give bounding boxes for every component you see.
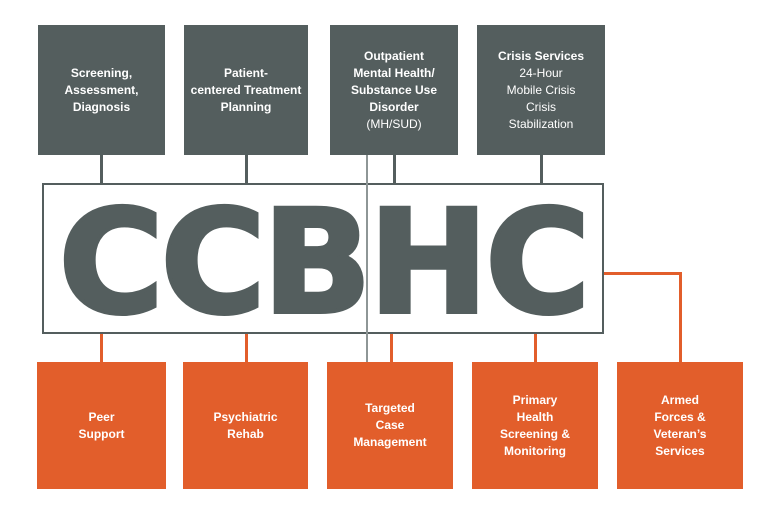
service-box-line: Targeted — [365, 401, 415, 415]
service-box-line: Management — [353, 435, 427, 449]
connector-peer-support-line — [99, 334, 103, 362]
connector-primary-health-line — [533, 334, 537, 362]
service-box-line: Case — [375, 418, 405, 432]
ccbhc-box: CCBHC — [42, 179, 604, 346]
service-box-line: Screening, — [70, 65, 133, 80]
service-box-peer-support: Peer Support — [37, 362, 166, 489]
service-box-line: Patient- — [223, 65, 268, 80]
connector-armed-forces-elbow-horizontal — [604, 272, 682, 275]
connector-crisis-services-line — [539, 155, 543, 183]
service-box-line: Veteran’s — [653, 426, 707, 441]
service-box-line: Screening & — [499, 426, 571, 441]
service-box-crisis-services: Crisis Services 24-Hour Mobile Crisis Cr… — [477, 25, 605, 155]
connector-screening-line — [99, 155, 103, 183]
service-box-armed-forces-veterans-services: Armed Forces & Veteran’s Services — [617, 362, 743, 489]
service-box-screening-assessment-diagnosis: Screening, Assessment, Diagnosis — [38, 25, 165, 155]
service-box-outpatient-mh-sud: Outpatient Mental Health/ Substance Use … — [330, 25, 458, 155]
service-box-line: Diagnosis — [72, 99, 131, 114]
service-box-line: Primary — [512, 392, 558, 407]
service-box-line: (MH/SUD) — [366, 116, 422, 131]
service-box-line: Crisis — [526, 99, 556, 114]
service-box-line: Assessment, — [64, 82, 139, 97]
service-box-line: Stabilization — [508, 116, 574, 131]
service-box-line: Mental Health/ — [353, 65, 435, 80]
connector-treatment-planning-line — [244, 155, 248, 183]
service-box-line: Services — [655, 443, 705, 458]
service-box-line: Mobile Crisis — [506, 82, 576, 97]
service-box-line: centered Treatment — [190, 82, 302, 97]
service-box-targeted-case-management: Targeted Case Management — [327, 362, 453, 489]
service-box-line: Support — [78, 426, 125, 441]
service-box-line: Substance Use — [350, 82, 438, 97]
connector-psychiatric-rehab-line — [244, 334, 248, 362]
service-box-line: Disorder — [369, 99, 419, 114]
service-box-primary-health-screening-monitoring: Primary Health Screening & Monitoring — [472, 362, 598, 489]
service-box-line: Forces & — [654, 409, 706, 424]
service-box-line: Outpatient — [364, 48, 424, 63]
connector-armed-forces-elbow-vertical — [679, 272, 682, 362]
service-box-line: 24-Hour — [519, 65, 563, 80]
service-box-psychiatric-rehab: Psychiatric Rehab — [183, 362, 308, 489]
service-box-line: Peer — [88, 409, 115, 424]
connector-targeted-case-line — [389, 334, 393, 362]
ccbhc-wordmark: CCBHC — [57, 179, 593, 346]
service-box-patient-centered-treatment-planning: Patient- centered Treatment Planning — [184, 25, 308, 155]
service-box-line: Psychiatric — [213, 409, 278, 424]
service-box-line: Planning — [220, 99, 272, 114]
service-box-line: Armed — [660, 392, 699, 407]
service-box-line: Monitoring — [504, 443, 566, 458]
connector-outpatient-to-targeted-thin-line — [366, 155, 368, 362]
service-box-line: Crisis Services — [497, 48, 585, 63]
connector-outpatient-line — [392, 155, 396, 183]
service-box-line: Rehab — [227, 426, 264, 441]
service-box-line: Health — [516, 409, 554, 424]
